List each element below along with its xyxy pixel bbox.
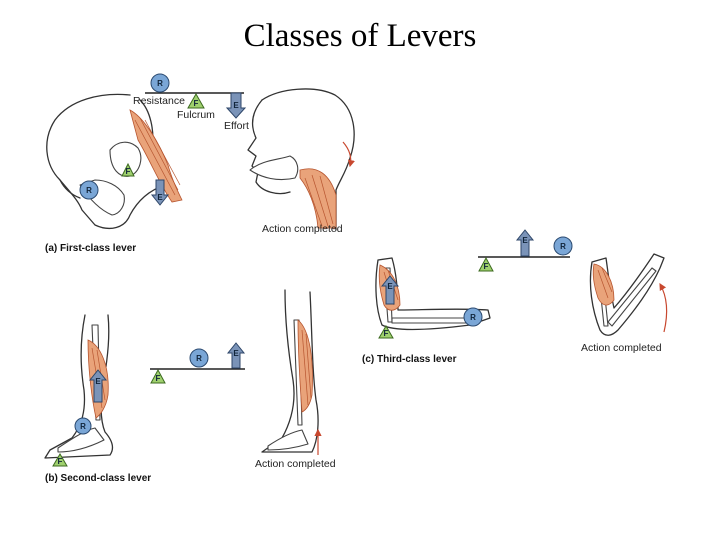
effort-symbol-b-body: E	[95, 377, 101, 386]
leg-illustration-b: E	[44, 314, 114, 459]
action-completed-a: Action completed	[262, 223, 343, 235]
fulcrum-label: Fulcrum	[177, 109, 215, 121]
effort-symbol-b: E	[233, 349, 239, 358]
resistance-symbol-c: R	[560, 242, 566, 251]
resistance-ball-a	[150, 73, 170, 93]
lever-key-c: F E R	[478, 229, 573, 272]
effort-arrow-c-body	[380, 275, 400, 305]
effort-arrow-b-body	[88, 369, 108, 403]
caption-c: (c) Third-class lever	[362, 354, 457, 365]
effort-symbol-c-body: E	[387, 282, 393, 291]
resistance-symbol-a: R	[157, 79, 163, 88]
fulcrum-symbol-b-body: F	[58, 457, 63, 466]
panel-c-third-class: E F R F E R Action completed (c) Third-c…	[362, 229, 668, 365]
arm-illustration-c: E	[375, 257, 491, 331]
effort-arrow-a	[225, 92, 247, 119]
lever-key-a: R F E Resistance Fulcrum Effort	[133, 73, 249, 132]
fulcrum-symbol-a: F	[194, 99, 199, 108]
resistance-label: Resistance	[133, 95, 185, 107]
fulcrum-wedge-b	[150, 368, 166, 384]
effort-symbol-c: E	[522, 236, 528, 245]
slide-title: Classes of Levers	[243, 18, 477, 54]
fulcrum-wedge-b-body	[52, 453, 68, 467]
panel-a-first-class: R F E Resistance Fulcrum Effort R F E Ac…	[45, 73, 355, 254]
effort-symbol-a-body: E	[157, 193, 163, 202]
resistance-ball-c	[553, 236, 573, 256]
effort-arrow-c	[515, 229, 535, 257]
effort-label: Effort	[224, 120, 249, 132]
caption-b: (b) Second-class lever	[45, 473, 151, 484]
fulcrum-wedge-a	[187, 92, 205, 109]
effort-arrow-a-body	[150, 179, 170, 206]
fulcrum-wedge-c-body	[378, 325, 394, 339]
skull-illustration-a	[46, 93, 183, 229]
fulcrum-symbol-b: F	[156, 374, 161, 383]
resistance-ball-b	[189, 348, 209, 368]
panel-b-second-class: E R F F R E Action completed (b) Second-…	[44, 289, 336, 484]
fulcrum-symbol-a-body: F	[126, 167, 131, 176]
leg-flat-illustration-b	[261, 289, 322, 455]
lever-key-b: F R E	[150, 342, 246, 384]
fulcrum-symbol-c-body: F	[384, 329, 389, 338]
fulcrum-wedge-c	[478, 256, 494, 272]
resistance-ball-a-body	[79, 180, 99, 200]
fulcrum-symbol-c: F	[484, 262, 489, 271]
fulcrum-wedge-a-body	[121, 162, 135, 177]
action-completed-c: Action completed	[581, 342, 662, 354]
resistance-ball-c-body	[463, 307, 483, 327]
resistance-ball-b-body	[74, 417, 92, 435]
resistance-symbol-b: R	[196, 354, 202, 363]
resistance-symbol-a-body: R	[86, 186, 92, 195]
resistance-symbol-b-body: R	[80, 422, 86, 431]
arm-flexed-illustration-c	[589, 253, 668, 336]
action-completed-b: Action completed	[255, 458, 336, 470]
effort-symbol-a: E	[233, 101, 239, 110]
effort-arrow-b	[226, 342, 246, 369]
head-upright-illustration-a	[247, 88, 355, 231]
resistance-symbol-c-body: R	[470, 313, 476, 322]
caption-a: (a) First-class lever	[45, 243, 136, 254]
